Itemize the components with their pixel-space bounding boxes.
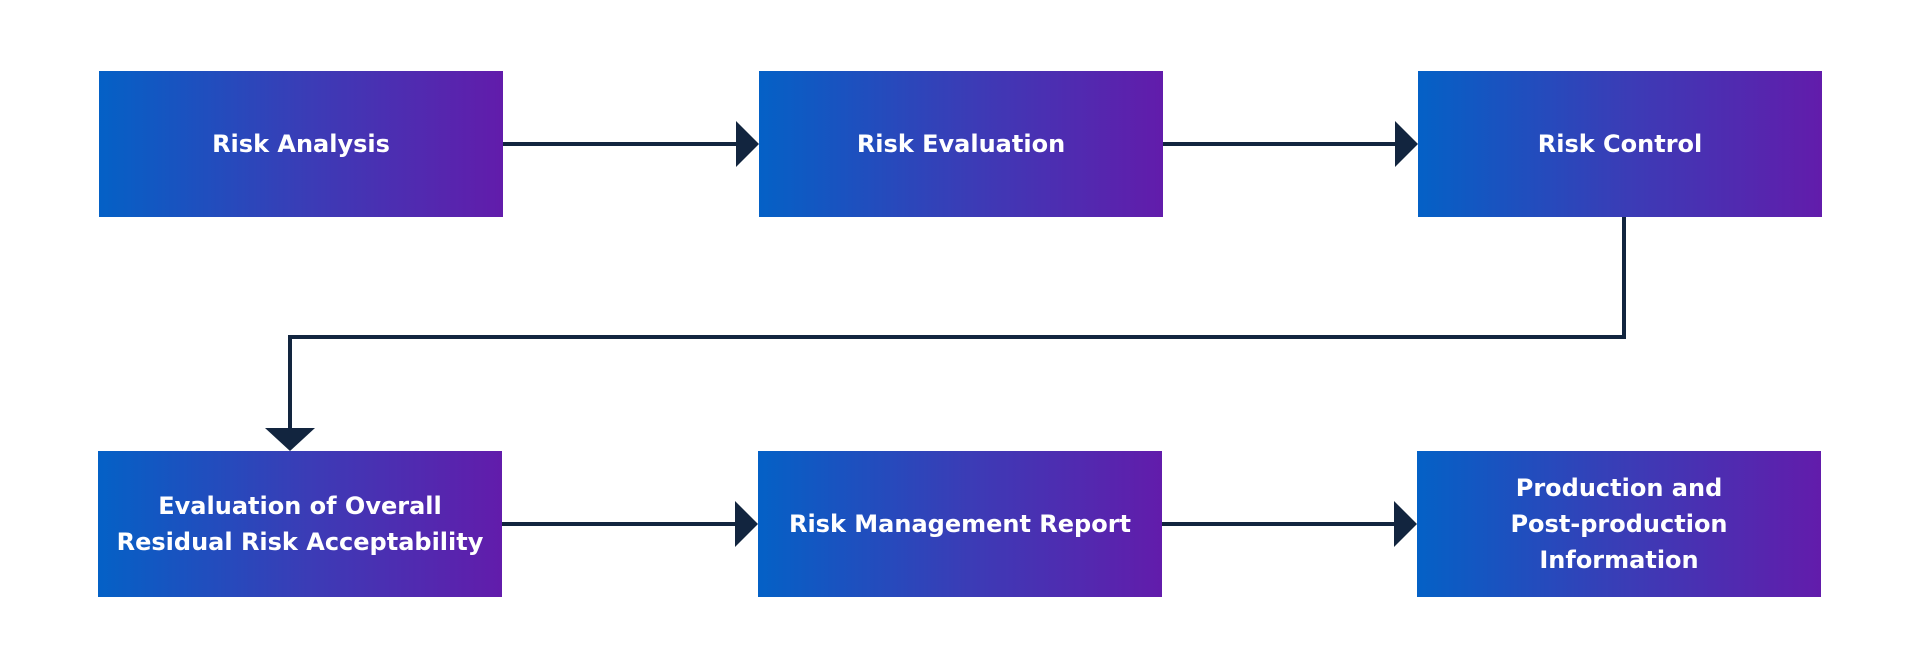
step-box-production-and-post-production-information: Production and Post-production Informati… [1417, 451, 1821, 597]
step-box-risk-evaluation: Risk Evaluation [759, 71, 1163, 217]
step-box-risk-control: Risk Control [1418, 71, 1822, 217]
step-label: Evaluation of Overall Residual Risk Acce… [116, 492, 484, 556]
arrowhead-right-icon [736, 121, 759, 167]
step-box-risk-management-report: Risk Management Report [758, 451, 1162, 597]
step-label: Risk Control [1537, 130, 1703, 158]
step-box-risk-analysis: Risk Analysis [99, 71, 503, 217]
arrowhead-right-icon [1395, 121, 1418, 167]
connector-elbow-line [288, 217, 1626, 430]
step-label: Risk Analysis [212, 130, 390, 158]
arrowhead-right-icon [735, 501, 758, 547]
arrowhead-right-icon [1394, 501, 1417, 547]
step-label: Production and Post-production Informati… [1510, 474, 1728, 574]
step-label: Risk Evaluation [856, 130, 1066, 158]
step-label: Risk Management Report [788, 510, 1132, 538]
step-box-evaluation-of-overall-residual-risk: Evaluation of Overall Residual Risk Acce… [98, 451, 502, 597]
arrowhead-down-icon [265, 428, 315, 451]
